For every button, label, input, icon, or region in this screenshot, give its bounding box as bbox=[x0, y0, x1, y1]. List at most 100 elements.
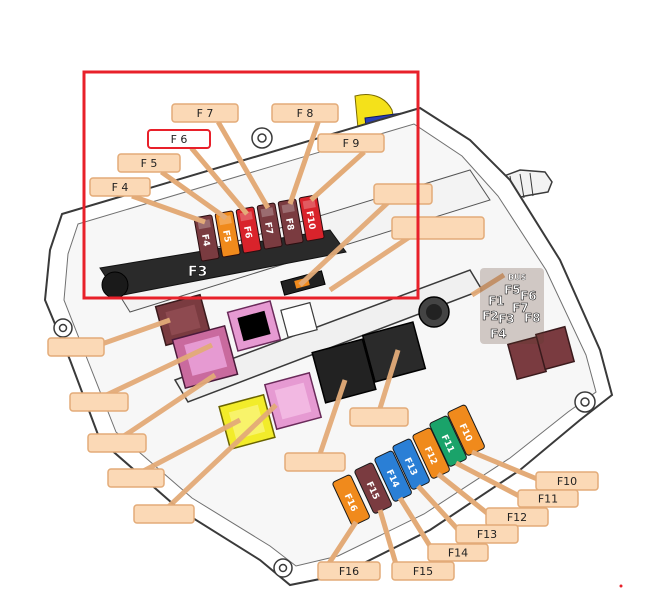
callout-leader bbox=[189, 146, 249, 216]
top-fuse-f7: F7 bbox=[256, 202, 283, 250]
callout-leader bbox=[471, 449, 543, 484]
relay-pink-1 bbox=[226, 300, 282, 352]
relay-yellow bbox=[218, 393, 276, 451]
relay-black-1 bbox=[311, 338, 377, 404]
callout-f11: F11 bbox=[454, 460, 579, 508]
callout-leader bbox=[131, 193, 206, 225]
fuse-body bbox=[298, 194, 325, 242]
fuse-shine bbox=[281, 203, 295, 214]
round-terminal bbox=[418, 296, 450, 328]
callout-f4: F 4 bbox=[89, 177, 206, 225]
bus-title: BUS bbox=[508, 273, 527, 282]
callout-text: F 9 bbox=[343, 137, 360, 150]
callout-text: F 6 bbox=[171, 133, 188, 146]
callout-text: F 8 bbox=[297, 107, 314, 120]
callout-box bbox=[271, 103, 339, 123]
fuse-label: F7 bbox=[262, 221, 274, 235]
bus-label-f6: F6 bbox=[520, 289, 537, 303]
top-fuse-f9: F10 bbox=[298, 194, 325, 242]
relay-pink-2 bbox=[171, 324, 239, 390]
callout-leader bbox=[216, 120, 271, 210]
callout-box bbox=[317, 561, 381, 581]
bottom-fuse-f12: F12 bbox=[412, 427, 450, 479]
callout-text: F12 bbox=[507, 511, 527, 524]
callout-text: F16 bbox=[339, 565, 359, 578]
fuse-body bbox=[214, 210, 241, 258]
fuse-label: F4 bbox=[199, 233, 211, 247]
callout-leader bbox=[397, 496, 437, 554]
callout-leader bbox=[454, 460, 526, 501]
callout-f10: F10 bbox=[471, 449, 599, 491]
callout-box bbox=[317, 133, 385, 153]
callout-f6: F 6 bbox=[147, 129, 249, 216]
bottom-fuse-f16: F16 bbox=[332, 474, 370, 526]
fuse-body bbox=[193, 214, 220, 262]
corner-dot bbox=[619, 584, 623, 588]
bus-label-f7: F7 bbox=[512, 301, 529, 315]
top-fuse-f5: F5 bbox=[214, 210, 241, 258]
fuse-body bbox=[354, 462, 392, 514]
top-fuse-f8: F8 bbox=[277, 198, 304, 246]
relay-white bbox=[280, 301, 318, 339]
callout-text: F10 bbox=[557, 475, 577, 488]
fuse-shine bbox=[239, 211, 253, 222]
bus-label-f5: F5 bbox=[504, 283, 521, 297]
callout-f16: F16 bbox=[317, 520, 381, 581]
screw-bosses bbox=[53, 127, 596, 578]
callout-box bbox=[517, 489, 579, 508]
callout-leader bbox=[309, 150, 366, 202]
blank-callouts bbox=[94, 193, 506, 514]
fuse-label: F5 bbox=[220, 229, 232, 243]
callout-f9: F 9 bbox=[309, 133, 385, 202]
callout-text: F13 bbox=[477, 528, 497, 541]
fuse-shine bbox=[260, 207, 274, 218]
bus-block-bg bbox=[480, 268, 544, 344]
top-fuse-row: F4 F5 F6 F7 F8 F10 bbox=[193, 194, 325, 262]
fuse-body bbox=[374, 450, 412, 502]
bus-label-f4: F4 bbox=[490, 327, 507, 341]
callout-f14: F14 bbox=[397, 496, 489, 562]
callout-f13: F13 bbox=[416, 484, 519, 544]
callout-box bbox=[427, 543, 489, 562]
relay-pink-3 bbox=[263, 371, 323, 431]
highlight-frame bbox=[82, 70, 420, 300]
fuse-body bbox=[277, 198, 304, 246]
callout-box bbox=[455, 524, 519, 544]
f3-label: F3 bbox=[188, 264, 207, 280]
callout-text: F15 bbox=[413, 565, 433, 578]
fuse-body bbox=[332, 474, 370, 526]
bus-label-f3: F3 bbox=[498, 312, 515, 326]
callout-leader bbox=[416, 484, 464, 536]
callout-text: F14 bbox=[448, 547, 468, 560]
relay-brown-3 bbox=[534, 325, 576, 371]
callout-text: F11 bbox=[538, 493, 558, 506]
callout-f7: F 7 bbox=[171, 103, 271, 210]
bottom-fuse-f14: F14 bbox=[374, 450, 412, 502]
top-fuse-f6: F6 bbox=[235, 206, 262, 254]
callout-leader bbox=[287, 121, 321, 205]
callout-f12: F12 bbox=[436, 472, 549, 527]
fuse-label: F6 bbox=[241, 225, 253, 239]
callout-box bbox=[89, 177, 151, 197]
callout-f15: F15 bbox=[377, 509, 455, 581]
bus-label-f1: F1 bbox=[488, 294, 505, 308]
fuse-label: F10 bbox=[303, 210, 316, 230]
callout-box bbox=[171, 103, 239, 123]
callout-text: F 7 bbox=[197, 107, 214, 120]
callout-text: F 4 bbox=[112, 181, 129, 194]
bottom-fuse-f15: F15 bbox=[354, 462, 392, 514]
relay-black-2 bbox=[361, 321, 427, 383]
callout-text: F 5 bbox=[141, 157, 158, 170]
bottom-fuse-f10: F10 bbox=[447, 404, 485, 456]
callout-f5: F 5 bbox=[117, 153, 228, 221]
bus-label-f2: F2 bbox=[482, 309, 499, 323]
callout-box bbox=[147, 129, 211, 149]
callout-leader bbox=[377, 509, 401, 572]
top-callouts: F 4 F 5 F 6 F 7 F 8 F 9 bbox=[89, 103, 385, 225]
callout-f8: F 8 bbox=[271, 103, 339, 205]
fuse-label: F8 bbox=[283, 217, 295, 231]
